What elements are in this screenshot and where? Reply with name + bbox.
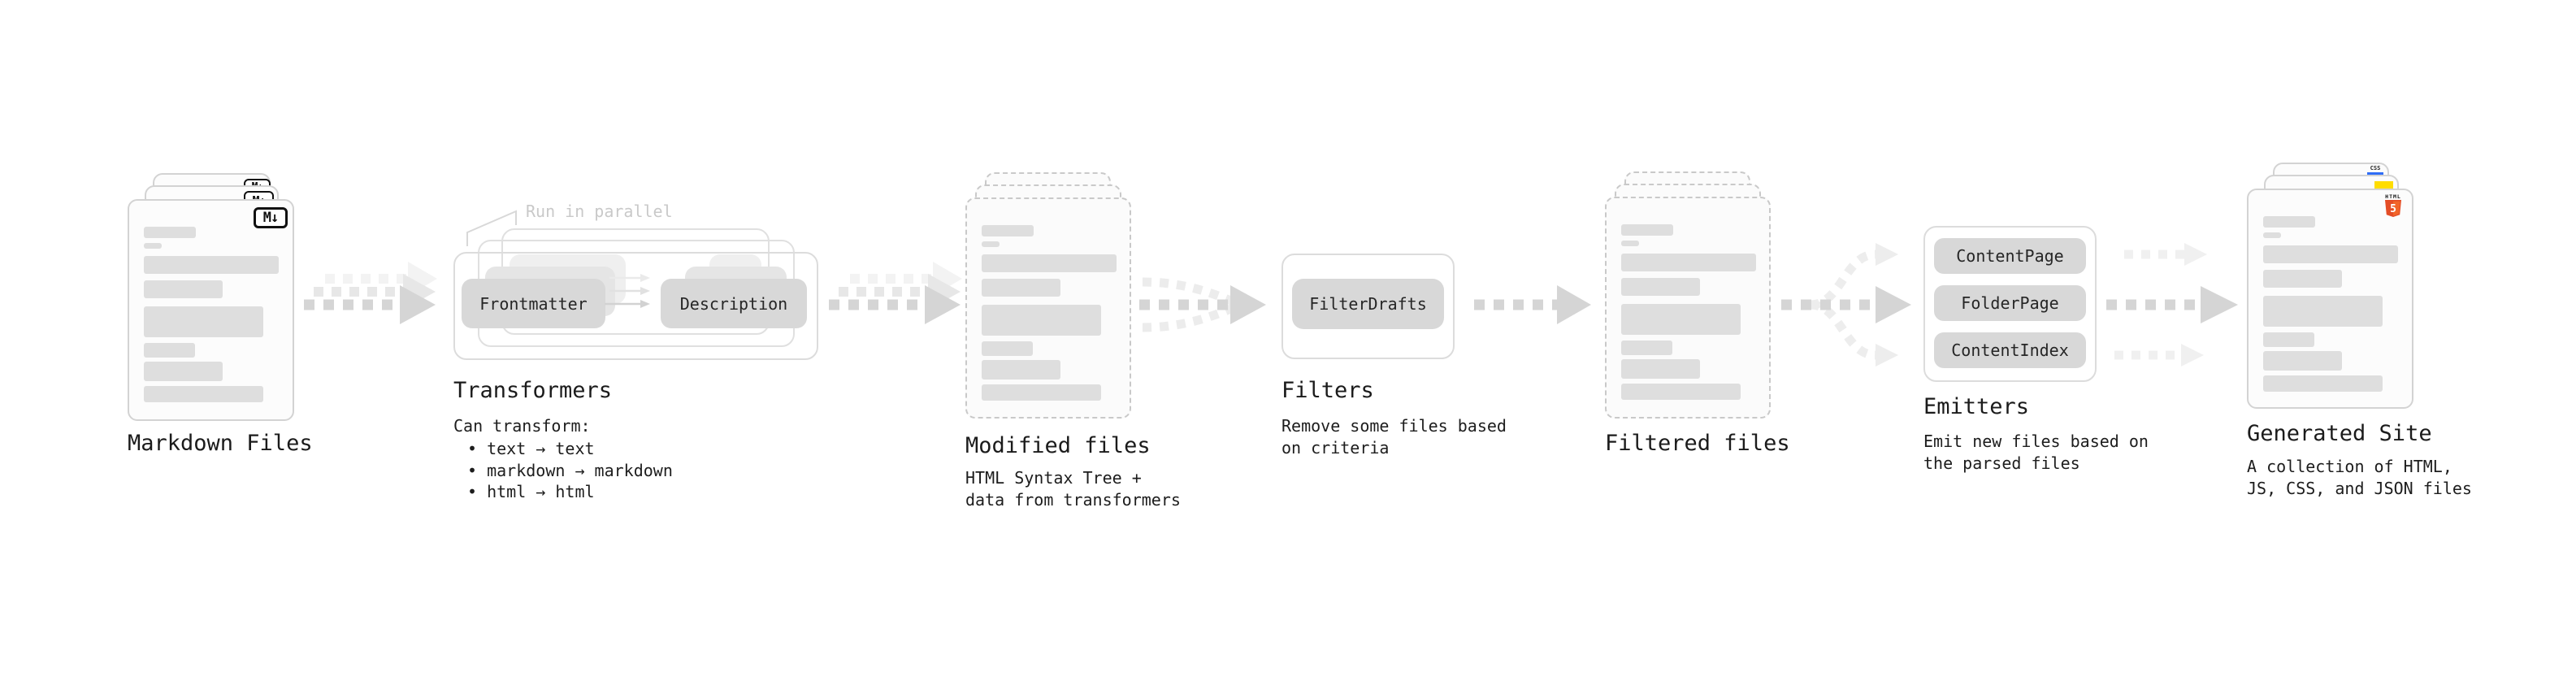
- doc-content-bar: [982, 305, 1101, 336]
- svg-text:5: 5: [2390, 203, 2396, 215]
- transformer-frame-front: [453, 252, 818, 360]
- doc-content-bar: [1621, 384, 1741, 400]
- generated-site-desc-line2: JS, CSS, and JSON files: [2247, 479, 2472, 498]
- markdown-doc-front: M↓: [128, 199, 294, 421]
- stage-title-filters: Filters: [1281, 378, 1374, 403]
- doc-content-bar: [144, 243, 162, 249]
- doc-content-bar: [982, 241, 1000, 247]
- arrow-filters-to-filtered: [1474, 285, 1591, 324]
- arrow-modified-to-filters: [1139, 277, 1266, 332]
- html5-shield: 5: [2385, 200, 2401, 217]
- doc-content-bar: [1621, 359, 1700, 379]
- markdown-icon: M↓: [254, 207, 288, 228]
- filterdrafts-pill: FilterDrafts: [1292, 279, 1444, 329]
- doc-content-bar: [144, 256, 279, 274]
- doc-content-bar: [982, 254, 1117, 272]
- modified-files-desc-line2: data from transformers: [965, 490, 1181, 510]
- css-underline: [2367, 172, 2383, 175]
- description-pill: Description: [661, 279, 807, 328]
- doc-content-bar: [982, 384, 1101, 401]
- doc-content-bar: [1621, 304, 1741, 335]
- doc-content-bar: [1621, 254, 1756, 271]
- doc-content-bar: [1621, 224, 1673, 236]
- doc-content-bar: [144, 306, 263, 337]
- doc-content-bar: [982, 360, 1060, 380]
- generated-doc-front: HTML 5: [2247, 189, 2413, 409]
- stage-title-filtered-files: Filtered files: [1605, 431, 1790, 456]
- doc-content-bar: [2263, 232, 2281, 238]
- doc-content-bar: [2263, 270, 2342, 288]
- transformers-note: Can transform:: [453, 416, 591, 436]
- modified-doc-front: [965, 197, 1131, 419]
- arrow-filtered-to-emitters: [1781, 243, 1911, 367]
- emitters-desc-line1: Emit new files based on: [1923, 432, 2149, 451]
- arrow-emitters-to-generated: [2106, 243, 2238, 367]
- doc-content-bar: [982, 279, 1060, 297]
- doc-content-bar: [2263, 216, 2315, 228]
- doc-content-bar: [144, 362, 223, 381]
- frontmatter-pill: Frontmatter: [462, 279, 605, 328]
- doc-content-bar: [144, 280, 223, 298]
- filters-desc-line1: Remove some files based: [1281, 416, 1507, 436]
- transformers-bullet: • html → html: [467, 482, 595, 501]
- emitters-desc-line2: the parsed files: [1923, 453, 2080, 473]
- css-label: CSS: [2370, 165, 2381, 171]
- doc-content-bar: [2263, 375, 2383, 392]
- html5-wordmark: HTML: [2385, 193, 2401, 200]
- arrow-markdown-to-transformers: [304, 262, 437, 324]
- stage-title-transformers: Transformers: [453, 378, 613, 403]
- doc-content-bar: [144, 343, 195, 358]
- run-in-parallel-label: Run in parallel: [526, 202, 673, 221]
- doc-content-bar: [2263, 296, 2383, 327]
- transformers-bullet: • markdown → markdown: [467, 461, 673, 480]
- generated-site-desc-line1: A collection of HTML,: [2247, 457, 2452, 476]
- transformer-flow-arrows: [605, 274, 650, 308]
- stage-title-markdown-files: Markdown Files: [128, 431, 313, 456]
- contentindex-pill: ContentIndex: [1934, 332, 2086, 368]
- doc-content-bar: [144, 386, 263, 402]
- contentpage-pill: ContentPage: [1934, 238, 2086, 274]
- doc-content-bar: [144, 227, 196, 238]
- folderpage-pill: FolderPage: [1934, 285, 2086, 321]
- stage-title-modified-files: Modified files: [965, 433, 1151, 458]
- transformers-bullet: • text → text: [467, 439, 595, 458]
- doc-content-bar: [1621, 241, 1639, 246]
- filters-desc-line2: on criteria: [1281, 438, 1390, 458]
- stage-title-generated-site: Generated Site: [2247, 421, 2432, 446]
- html5-icon: HTML 5: [2383, 193, 2403, 218]
- filtered-doc-front: [1605, 197, 1771, 419]
- css-file-icon: CSS: [2366, 166, 2384, 175]
- doc-content-bar: [982, 341, 1033, 356]
- doc-content-bar: [982, 225, 1034, 236]
- doc-content-bar: [1621, 340, 1672, 355]
- doc-content-bar: [2263, 245, 2398, 263]
- doc-content-bar: [2263, 351, 2342, 371]
- doc-content-bar: [2263, 332, 2314, 347]
- js-file-icon: [2374, 181, 2393, 190]
- modified-files-desc-line1: HTML Syntax Tree +: [965, 468, 1142, 488]
- stage-title-emitters: Emitters: [1923, 394, 2030, 419]
- callout-leader-line: [466, 210, 517, 246]
- arrow-transformers-to-modified: [829, 262, 962, 324]
- doc-content-bar: [1621, 278, 1700, 296]
